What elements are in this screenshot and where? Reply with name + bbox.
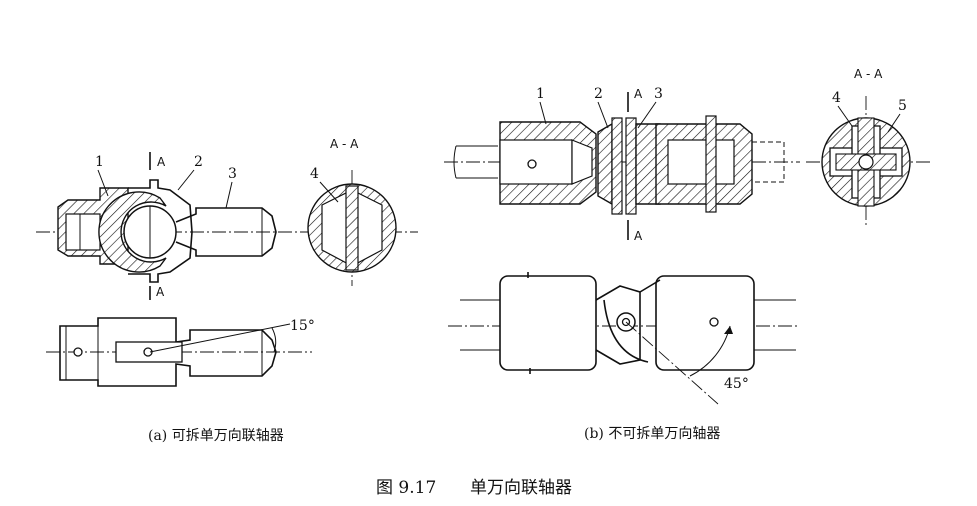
caption-b: (b) 不可拆单万向轴器 [584,426,720,442]
panel-b-section-view [806,96,930,226]
section-title-b: A - A [854,67,883,81]
panel-a-front-view [36,152,300,300]
section-mark-top: A [157,155,166,169]
part-label-4: 4 [310,166,319,182]
panel-a-top-view [46,317,312,387]
section-title-a: A - A [330,137,359,151]
section-mark-b-top: A [634,87,643,101]
angle-label-b: 45° [724,376,749,392]
section-mark-bottom: A [156,285,165,299]
part-label-1: 1 [95,154,104,170]
part-label-3: 3 [228,166,237,182]
section-mark-b-bottom: A [634,229,643,243]
panel-b-front-view [444,92,800,240]
panel-b-top-view [448,272,800,405]
caption-a: (a) 可拆单万向联轴器 [148,428,284,444]
angle-label-a: 15° [290,318,315,334]
figure-number: 图 9.17 [376,478,436,498]
part-label-b1: 1 [536,86,545,102]
part-label-b5: 5 [898,98,907,114]
figure-title: 单万向联轴器 [470,478,572,498]
part-label-2: 2 [194,154,203,170]
part-label-b2: 2 [594,86,603,102]
part-label-b4: 4 [832,90,841,106]
panel-a-section-view [300,170,418,286]
part-label-b3: 3 [654,86,663,102]
